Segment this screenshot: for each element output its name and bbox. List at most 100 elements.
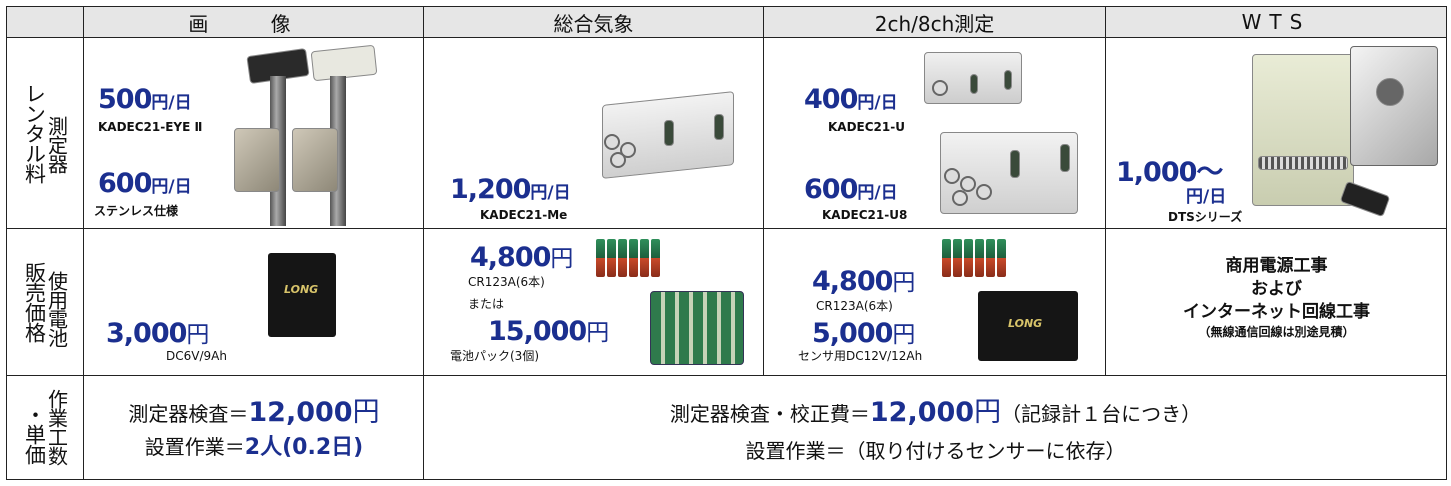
battery-icon: LONG [268, 252, 336, 337]
sales-label-cell: 販売価格 使用電池 [6, 227, 84, 376]
rental-weather-price: 1,200円/日 [450, 174, 571, 205]
rental-wts-price: 1,000～ [1116, 150, 1223, 189]
work-image-line-1-unit: 円 [352, 396, 380, 428]
rental-weather-model: KADEC21-Me [480, 208, 568, 223]
sales-weather-price-2-num: 15,000 [488, 315, 587, 347]
sales-wts-line-2: および [1251, 278, 1302, 299]
sales-wts-cell: 商用電源工事 および インターネット回線工事 （無線通信回線は別途見積） [1105, 227, 1447, 376]
rental-wts-price-unit: 円/日 [1186, 187, 1227, 208]
rental-measure-price-1-num: 400 [804, 84, 858, 116]
work-others-line-1-prefix: 測定器検査・校正費＝ [669, 401, 870, 426]
work-image-line-1-num: 12,000 [248, 396, 353, 428]
work-image-line-2-value: 2人(0.2日) [244, 434, 364, 460]
rental-image-price-1-unit: 円/日 [151, 93, 192, 114]
sales-measure-price-1: 4,800円 [812, 263, 915, 297]
header-measure: 2ch/8ch測定 [763, 5, 1106, 39]
work-image-cell: 測定器検査＝12,000円 設置作業＝2人(0.2日) [83, 374, 424, 481]
sales-wts-line-1: 商用電源工事 [1225, 255, 1328, 276]
sales-weather-price-2: 15,000円 [488, 313, 609, 347]
sales-measure-price-2-num: 5,000 [812, 317, 893, 349]
sales-weather-price-2-unit: 円 [586, 319, 610, 346]
rental-wts-unit: 円/日 [1186, 182, 1226, 207]
work-image-line-2: 設置作業＝2人(0.2日) [85, 429, 423, 461]
rental-image-price-2-unit: 円/日 [151, 177, 192, 198]
sales-image-spec: DC6V/9Ah [166, 348, 227, 363]
work-others-line-1-num: 12,000 [869, 396, 975, 428]
sales-row: 販売価格 使用電池 3,000円 DC6V/9Ah LONG 4,800円 CR… [6, 227, 1447, 376]
sales-weather-price-1-unit: 円 [550, 245, 574, 272]
work-image-line-2-prefix: 設置作業＝ [144, 434, 245, 459]
rental-image-model-2: ステンレス仕様 [94, 204, 179, 219]
header-image: 画 像 [83, 5, 424, 39]
work-label-inner: 作業工数 [44, 389, 69, 466]
work-others-line-1-unit: 円 [974, 396, 1002, 428]
header-row: 画 像 総合気象 2ch/8ch測定 WTS [6, 5, 1447, 39]
rental-measure-price-2-unit: 円/日 [857, 183, 898, 204]
battery-brand-2: LONG [1008, 316, 1043, 330]
battery-large-icon: LONG [978, 290, 1078, 361]
sales-measure-price-1-num: 4,800 [812, 265, 893, 297]
work-others-cell: 測定器検査・校正費＝12,000円（記録計１台につき） 設置作業＝（取り付けるセ… [423, 374, 1447, 481]
rental-weather-price-unit: 円/日 [530, 183, 571, 204]
work-image-line-1-prefix: 測定器検査＝ [128, 401, 249, 426]
rental-label-cell: レンタル料 測定器 [6, 37, 84, 229]
rental-wts-cell: 1,000～ 円/日 DTSシリーズ [1105, 37, 1447, 229]
sales-measure-cell: 4,800円 CR123A(6本) 5,000円 センサ用DC12V/12Ah … [763, 227, 1106, 376]
rental-measure-price-1-unit: 円/日 [857, 93, 898, 114]
work-others-line-1: 測定器検査・校正費＝12,000円（記録計１台につき） [425, 390, 1446, 429]
rental-measure-price-1: 400円/日 [804, 84, 898, 115]
rental-image-price-2: 600円/日 [98, 168, 192, 199]
rental-row: レンタル料 測定器 500円/日 KADEC21-EYE Ⅱ 600円/日 ステ… [6, 37, 1447, 229]
rental-measure-cell: 400円/日 KADEC21-U 600円/日 KADEC21-U8 [763, 37, 1106, 229]
rental-measure-model-1: KADEC21-U [828, 120, 905, 135]
sales-weather-price-1-num: 4,800 [470, 241, 551, 273]
header-wts-label: WTS [1241, 10, 1311, 35]
rental-label-inner: 測定器 [44, 115, 69, 173]
sales-label-outer: 販売価格 [22, 261, 47, 342]
sales-measure-spec-1: CR123A(6本) [816, 298, 893, 313]
sales-measure-price-2-unit: 円 [892, 321, 916, 348]
sales-image-price-unit: 円 [186, 321, 210, 348]
rental-image-price-1: 500円/日 [98, 84, 192, 115]
work-others-line-2: 設置作業＝（取り付けるセンサーに依存） [745, 438, 1126, 463]
work-label-cell: ・単価 作業工数 [6, 374, 84, 481]
rental-measure-price-2-num: 600 [804, 174, 858, 206]
sales-weather-spec-1: CR123A(6本) [468, 274, 545, 289]
header-wts: WTS [1105, 5, 1447, 39]
sales-label-inner: 使用電池 [44, 270, 69, 347]
rental-wts-price-num: 1,000～ [1116, 157, 1223, 189]
sales-weather-or: または [468, 296, 505, 311]
sales-weather-cell: 4,800円 CR123A(6本) または 15,000円 電池パック(3個) [423, 227, 764, 376]
price-table: 画 像 総合気象 2ch/8ch測定 WTS レンタル料 測定器 500円/日 … [6, 5, 1447, 481]
sales-weather-price-1: 4,800円 [470, 239, 573, 273]
work-image-line-1: 測定器検査＝12,000円 [85, 390, 423, 429]
rental-measure-price-2: 600円/日 [804, 174, 898, 205]
sales-image-cell: 3,000円 DC6V/9Ah LONG [83, 227, 424, 376]
rental-label-outer: レンタル料 [22, 83, 47, 184]
work-others-line-1-suffix: （記録計１台につき） [1001, 401, 1202, 426]
rental-weather-price-num: 1,200 [450, 174, 531, 206]
header-image-label: 画 像 [188, 11, 319, 36]
sales-wts-line-3: インターネット回線工事 [1183, 301, 1370, 322]
sales-image-price: 3,000円 [106, 315, 209, 349]
sales-measure-spec-2: センサ用DC12V/12Ah [798, 348, 923, 363]
header-weather: 総合気象 [423, 5, 764, 39]
header-corner [6, 5, 84, 39]
rental-image-price-1-num: 500 [98, 84, 152, 116]
rental-image-price-2-num: 600 [98, 168, 152, 200]
work-label-outer: ・単価 [22, 404, 47, 465]
sales-image-price-num: 3,000 [106, 317, 187, 349]
work-others-text: 測定器検査・校正費＝12,000円（記録計１台につき） 設置作業＝（取り付けるセ… [425, 390, 1446, 464]
sales-measure-price-1-unit: 円 [892, 269, 916, 296]
rental-image-cell: 500円/日 KADEC21-EYE Ⅱ 600円/日 ステンレス仕様 [83, 37, 424, 229]
battery-brand-1: LONG [284, 282, 319, 296]
work-row: ・単価 作業工数 測定器検査＝12,000円 設置作業＝2人(0.2日) 測定器… [6, 374, 1447, 481]
rental-image-model-1: KADEC21-EYE Ⅱ [98, 120, 203, 135]
sales-wts-text: 商用電源工事 および インターネット回線工事 （無線通信回線は別途見積） [1107, 255, 1446, 340]
rental-wts-model: DTSシリーズ [1168, 210, 1243, 225]
rental-measure-model-2: KADEC21-U8 [822, 208, 908, 223]
work-image-text: 測定器検査＝12,000円 設置作業＝2人(0.2日) [85, 390, 423, 461]
sales-weather-spec-2: 電池パック(3個) [450, 348, 539, 363]
sales-wts-note: （無線通信回線は別途見積） [1198, 324, 1355, 339]
